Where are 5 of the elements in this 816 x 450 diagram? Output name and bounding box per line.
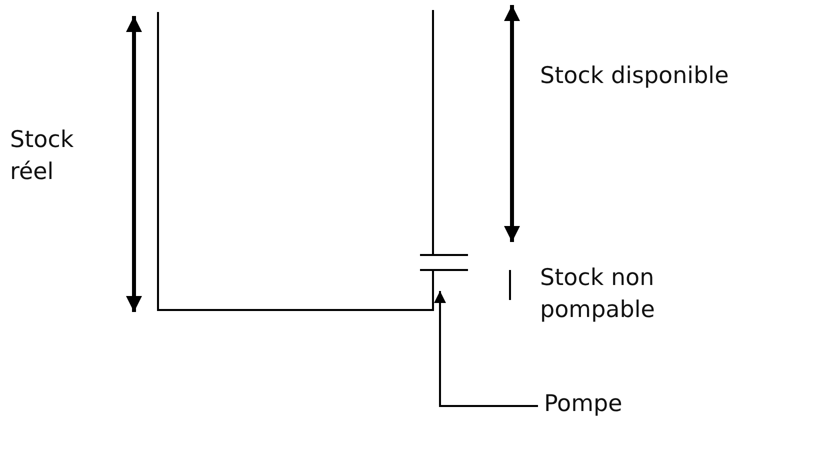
- stock-label: Stock non pompable: [540, 264, 656, 325]
- stock-label: Stock disponible: [540, 62, 730, 91]
- leader-line: [434, 291, 538, 407]
- stock-label: Stock réel: [10, 126, 75, 187]
- pump-label: Pompe: [544, 388, 654, 420]
